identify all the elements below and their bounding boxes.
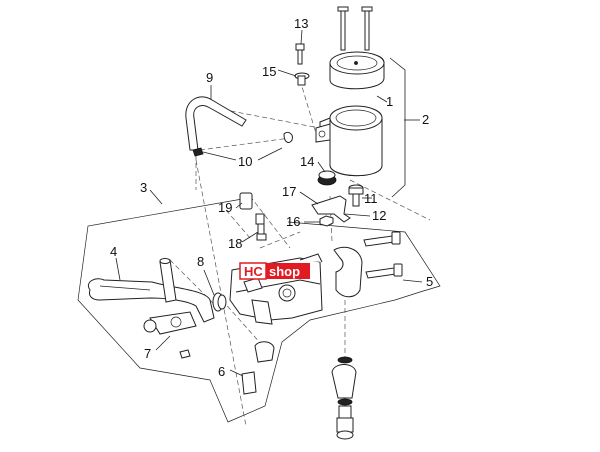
nut-16 [319,215,334,227]
callout-2: 2 [422,112,429,127]
banjo-fitting [331,356,357,440]
callout-1: 1 [386,94,393,109]
reservoir-body [315,105,383,177]
clamp-bolts [363,231,403,279]
leader-lines [115,29,423,377]
fitting-18 [255,213,267,241]
callout-14: 14 [300,154,314,169]
group-bracket-2 [389,57,406,198]
assembly-lines [169,79,431,427]
callout-16: 16 [286,214,300,229]
lever-switch [241,341,275,395]
badge-left-text: HC [244,264,263,279]
callout-4: 4 [110,244,117,259]
brake-lever [88,278,215,323]
reservoir-cap [329,51,385,90]
cap-screws [337,6,373,51]
washer-15 [294,72,310,86]
callout-7: 7 [144,346,151,361]
callout-3: 3 [140,180,147,195]
callout-10: 10 [238,154,252,169]
callout-18: 18 [228,236,242,251]
bolt-11 [348,184,364,207]
callout-15: 15 [262,64,276,79]
callout-5: 5 [426,274,433,289]
bracket-12 [311,195,351,223]
callout-12: 12 [372,208,386,223]
lever-adjuster [143,311,197,359]
callout-9: 9 [206,70,213,85]
callout-6: 6 [218,364,225,379]
seal-14 [317,170,337,186]
callout-17: 17 [282,184,296,199]
callout-8: 8 [197,254,204,269]
reservoir-hose [185,96,247,151]
badge-right-box [266,263,310,279]
callout-13: 13 [294,16,308,31]
badge-right-text: shop [269,264,300,279]
hc-shop-badge: HC shop [239,262,310,280]
group-outline-3 [77,197,441,423]
dust-boot [212,292,227,312]
callout-11: 11 [364,191,378,206]
handlebar-clamp [333,246,363,298]
callout-19: 19 [218,200,232,215]
lever-pin [159,258,177,303]
small-bolt [295,43,305,65]
hose-clips [192,131,293,157]
brake-switch [239,192,253,210]
